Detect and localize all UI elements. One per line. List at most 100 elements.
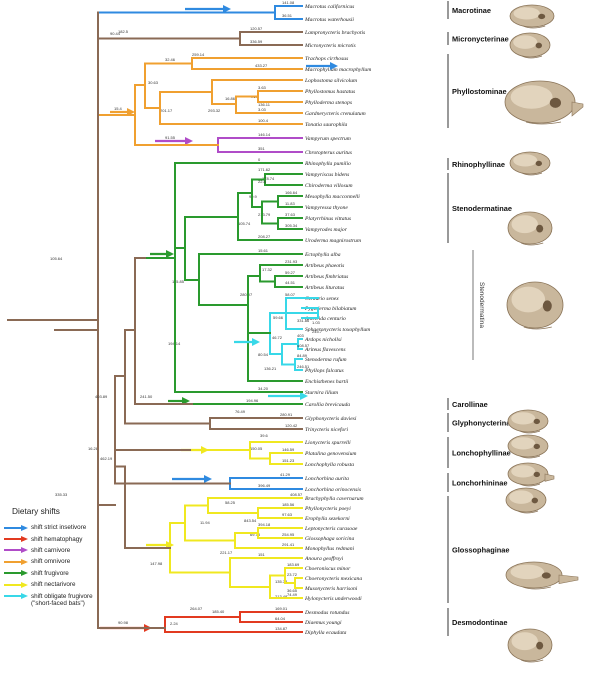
branch-value-label: 41.29: [280, 472, 291, 477]
carnivore-shift-arrow-icon: [185, 137, 193, 145]
taxon-label: Macrotus californicus: [304, 3, 354, 10]
subfamily-label: Rhinophyllinae: [452, 160, 505, 169]
branch-value-label: 17.32: [262, 267, 273, 272]
subfamily-label: Macrotinae: [452, 6, 491, 15]
taxon-label: Phyllonycteris poeyi: [304, 506, 351, 512]
taxon-label: Trinycteris nicefori: [305, 426, 348, 433]
obligate-frugivore-shift-arrow-icon: [300, 392, 308, 400]
branch-value-label: 245.7: [312, 329, 323, 334]
taxon-label: Lonchorhina aurita: [304, 476, 349, 482]
branch-value-label: 208.27: [258, 234, 271, 239]
obligate-frugivore-shift-arrow-icon: [252, 338, 260, 346]
branch-value-label: 115.85: [172, 279, 185, 284]
legend-label: shift nectarivore: [31, 581, 76, 589]
legend-label: shift hematophagy: [31, 535, 83, 543]
branch-value-label: 183.69: [287, 562, 300, 567]
subfamily-label: Phyllostominae: [452, 87, 507, 96]
branch-value-label: 396.49: [258, 483, 271, 488]
taxon-label: Lonchophylla robusta: [304, 462, 354, 468]
taxon-label: Enchisthenes hartii: [304, 379, 349, 385]
branch-value-label: 194.96: [246, 398, 259, 403]
branch-value-label: 36.51: [282, 13, 293, 18]
taxon-label: Lampronycteris brachyotis: [304, 30, 365, 36]
branch-value-label: 22.8: [258, 179, 267, 184]
branch-value-label: 3.63: [258, 85, 267, 90]
branch-value-label: 394.18: [258, 522, 271, 527]
subfamily-label: Lonchophyllinae: [452, 449, 511, 458]
branch-value-label: 213.48: [275, 594, 288, 599]
taxon-label: Macrophyllum macrophyllum: [304, 67, 371, 73]
branch-value-label: 254.95: [282, 532, 295, 537]
branch-value-label: 11.83: [285, 201, 295, 206]
branch-value-label: 74.49: [287, 592, 298, 597]
branch-value-label: 99.9: [249, 194, 258, 199]
legend-title: Dietary shifts: [12, 506, 60, 516]
branch-value-label: 147.98: [150, 561, 163, 566]
branch-value-label: 221.17: [220, 550, 233, 555]
stenodermatina-skull-image: [506, 281, 564, 330]
taxon-label: Choeronycteris mexicana: [305, 576, 362, 582]
branch-value-label: 146.14: [258, 132, 271, 137]
branch-value-label: 246.51: [297, 364, 310, 369]
legend-item: shift carnivore: [4, 545, 114, 556]
branch-value-label: 64.04: [275, 616, 286, 621]
taxon-label: Sturnira lilium: [305, 390, 338, 396]
branch-value-label: 11.94: [200, 520, 210, 525]
branch-value-label: 32.46: [165, 57, 176, 62]
branch-value-label: 23.72: [287, 572, 298, 577]
legend-label: shift obligate frugivore: [31, 592, 93, 600]
legend-arrow-icon: [4, 570, 28, 577]
legend-label: shift carnivore: [31, 546, 71, 554]
branch-value-label: 151: [258, 552, 265, 557]
taxon-label: Monophyllus redmani: [304, 546, 354, 552]
branch-value-label: 408.57: [290, 492, 303, 497]
branch-value-label: 182.5: [118, 29, 129, 34]
taxon-label: Glossophaga soricina: [305, 536, 354, 542]
legend-label: shift omnivore: [31, 558, 71, 566]
taxon-label: Glyphonycteris daviesi: [305, 416, 357, 422]
branch-value-label: 15.61: [258, 248, 269, 253]
subfamily-label: Stenodermatinae: [452, 204, 512, 213]
taxon-label: Artibeus lituratus: [304, 285, 344, 291]
branch-value-label: 843.54: [244, 518, 257, 523]
micronycterinae-skull-image: [509, 32, 551, 59]
branch-value-label: 241.50: [140, 394, 153, 399]
branch-value-label: 90.44: [110, 31, 121, 36]
branch-value-label: 37.63: [285, 212, 296, 217]
branch-value-label: 135.78: [275, 579, 288, 584]
branch-value-label: 293.32: [208, 108, 221, 113]
taxon-label: Carollia brevicauda: [305, 402, 350, 408]
branch-value-label: 0: [258, 157, 261, 162]
branch-value-label: 201.17: [160, 108, 173, 113]
branch-value-label: 433.27: [255, 63, 268, 68]
subtribe-label: Stenodermatina: [478, 282, 485, 328]
macrotinae-skull-image: [509, 4, 555, 29]
branch-value-label: 134.87: [275, 626, 288, 631]
branch-value-label: 351: [258, 146, 265, 151]
legend-item: shift strict insetivore: [4, 522, 114, 533]
branch-value-label: 1.03: [312, 320, 321, 325]
branch-value-label: 185.40: [212, 609, 225, 614]
taxon-label: Erophylla sezekorni: [304, 516, 350, 522]
branch-value-label: 76.49: [235, 409, 246, 414]
branch-value-label: 105.74: [238, 221, 251, 226]
subfamily-label: Lonchorhininae: [452, 479, 507, 488]
insectivore-shift-arrow-icon: [330, 62, 338, 70]
branch-value-label: 91.55: [165, 135, 176, 140]
legend-item: shift nectarivore: [4, 579, 114, 590]
branch-value-label: 136.11: [258, 102, 271, 107]
legend-item: shift omnivore: [4, 556, 114, 567]
taxon-label: Brachyphylla cavernarum: [305, 496, 364, 502]
branch-value-label: 141.08: [282, 0, 295, 5]
taxon-label: Choeroniscus minor: [305, 566, 351, 572]
branch-value-label: 291.41: [282, 542, 295, 547]
legend-items: shift strict insetivore shift hematophagy…: [4, 522, 114, 607]
stenodermatinae-skull-image: [507, 211, 553, 246]
taxon-label: Chiroderma villosum: [305, 183, 353, 189]
taxon-label: Stenoderma rufum: [305, 356, 346, 363]
branch-value-label: 166.64: [285, 190, 298, 195]
branch-value-label: 171.62: [258, 167, 271, 172]
legend-arrow-icon: [4, 536, 28, 543]
taxon-label: Hylonycteris underwoodi: [304, 596, 362, 602]
